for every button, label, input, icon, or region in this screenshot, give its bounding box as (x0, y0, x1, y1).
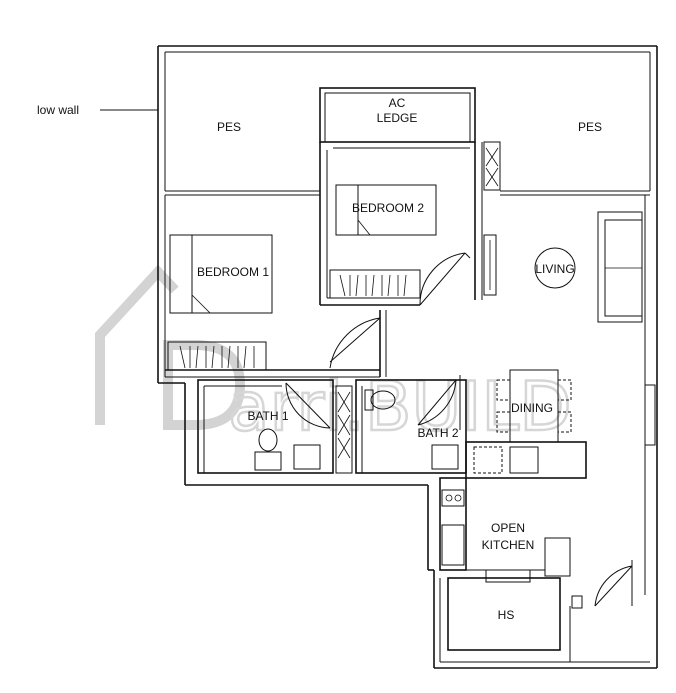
hs-label: HS (498, 608, 515, 622)
low-wall-callout: low wall (37, 103, 158, 117)
kitchen-fridge-icon (544, 537, 571, 577)
watermark-house-icon (95, 264, 179, 425)
pes-left-label: PES (217, 120, 241, 134)
bedroom1-wardrobe (167, 341, 267, 371)
kitchen-sink-icon (509, 446, 539, 474)
bath1-basin-icon (293, 444, 321, 470)
bedroom1-label: BEDROOM 1 (197, 265, 269, 279)
bedroom2-label: BEDROOM 2 (352, 201, 424, 215)
kitchen-hob-icon (441, 489, 465, 507)
ac-ledge: AC LEDGE (319, 87, 476, 143)
shaft (335, 385, 353, 474)
open-kitchen-label-line2: KITCHEN (482, 538, 535, 552)
bedroom2-wardrobe (329, 269, 421, 299)
entrance-door (594, 565, 633, 607)
open-kitchen: OPEN KITCHEN (439, 441, 587, 577)
open-kitchen-label-line1: OPEN (491, 521, 525, 535)
dining-label: DINING (511, 401, 553, 415)
living-label: LIVING (535, 262, 574, 276)
bedroom-2: BEDROOM 2 (319, 141, 501, 306)
ac-ledge-label-line2: LEDGE (377, 111, 418, 125)
living: LIVING (534, 211, 643, 323)
pes-right-label: PES (578, 120, 602, 134)
bath1-toilet-icon (258, 428, 278, 452)
ac-ledge-label-line1: AC (389, 96, 406, 110)
bath1-label: BATH 1 (247, 409, 288, 423)
bedroom2-door (419, 252, 466, 306)
bath2-basin-icon (431, 444, 459, 470)
bath-1: BATH 1 (197, 379, 334, 474)
bath2-label: BATH 2 (417, 426, 458, 440)
bath-2: BATH 2 (355, 375, 467, 474)
bedroom1-door (329, 317, 381, 369)
dining: DINING (496, 369, 572, 443)
low-wall-label: low wall (37, 103, 79, 117)
bath1-door (285, 382, 331, 429)
living-table (534, 247, 576, 289)
bath2-toilet-icon (370, 390, 396, 410)
bath2-door (417, 379, 457, 426)
household-shelter: HS (447, 560, 633, 662)
bedroom-1: BEDROOM 1 (165, 194, 387, 378)
